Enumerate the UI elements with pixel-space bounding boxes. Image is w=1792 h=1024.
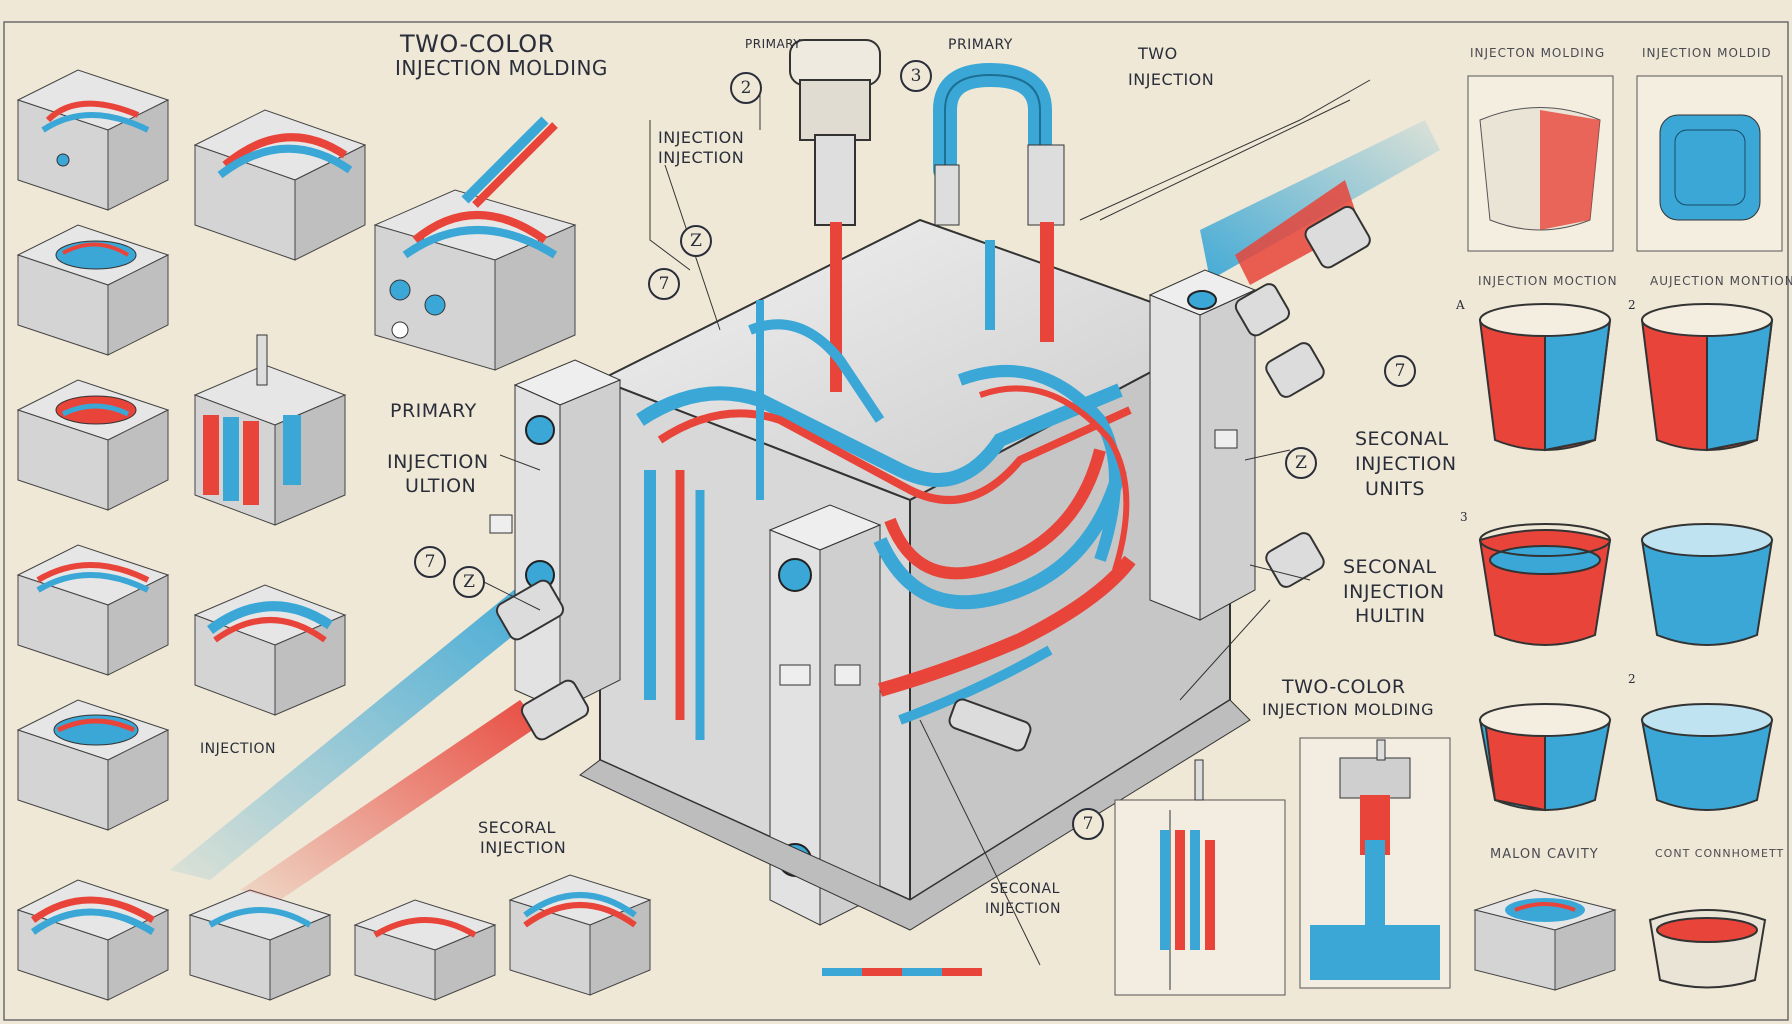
caption-mold-cavity: MALON CAVITY bbox=[1490, 847, 1599, 862]
page-border bbox=[3, 21, 1789, 1021]
marker-7-left: 7 bbox=[414, 546, 446, 578]
panel-label-mid-left: INJECTION MOCTION bbox=[1478, 274, 1618, 288]
marker-2-top: 2 bbox=[730, 72, 762, 104]
label-injection-top-2: INJECTION bbox=[658, 148, 745, 167]
panel-label-top-left: INJECTON MOLDING bbox=[1470, 46, 1606, 60]
label-injection-left: INJECTION bbox=[200, 741, 277, 757]
marker-z-right: Z bbox=[1285, 447, 1317, 479]
caption-cont: CONT CONNHOMETT bbox=[1655, 847, 1785, 860]
label-primary-left-injection: INJECTION bbox=[387, 451, 489, 473]
label-seconal-right-2-injection: INJECTION bbox=[1343, 581, 1445, 603]
label-secoral-bottom: SECORAL bbox=[478, 818, 556, 837]
label-secoral-bottom-injection: INJECTION bbox=[480, 838, 567, 857]
marker-7-mid: 7 bbox=[648, 268, 680, 300]
marker-3-top: 3 bbox=[900, 60, 932, 92]
label-seconal-bottom: SECONAL bbox=[990, 881, 1060, 897]
label-two-top-injection: INJECTION bbox=[1128, 70, 1215, 89]
marker-z-mid: Z bbox=[680, 225, 712, 257]
main-mold-assembly bbox=[489, 39, 1371, 931]
label-seconal-right-injection: INJECTION bbox=[1355, 453, 1457, 475]
panel-label-top-right: INJECTION MOLDID bbox=[1642, 46, 1772, 60]
label-seconal-right: SECONAL bbox=[1355, 428, 1449, 450]
label-seconal-bottom-injection: INJECTION bbox=[985, 901, 1062, 917]
marker-z-left: Z bbox=[453, 566, 485, 598]
marker-7-right: 7 bbox=[1384, 355, 1416, 387]
label-primary-left: PRIMARY bbox=[390, 400, 477, 422]
label-seconal-right-units: UNITS bbox=[1365, 478, 1425, 500]
label-injection-top-1: INJECTION bbox=[658, 128, 745, 147]
label-primary-top-2: PRIMARY bbox=[948, 37, 1013, 53]
label-two-top: TWO bbox=[1138, 44, 1178, 63]
marker-2-right-low: 2 bbox=[1628, 672, 1636, 686]
marker-3-right: 3 bbox=[1460, 510, 1468, 524]
main-title-line2: INJECTION MOLDING bbox=[395, 56, 608, 80]
label-title-right-2: INJECTION MOLDING bbox=[1262, 700, 1435, 719]
label-seconal-right-2: SECONAL bbox=[1343, 556, 1437, 578]
label-title-right: TWO-COLOR bbox=[1282, 676, 1406, 698]
second-column-molds bbox=[193, 109, 577, 716]
detail-panels bbox=[822, 737, 1451, 996]
label-primary-top-1: PRIMARY bbox=[745, 37, 802, 51]
cup-panels bbox=[1467, 75, 1783, 991]
panel-label-mid-right: AUJECTION MONTION bbox=[1650, 274, 1792, 288]
material-streams bbox=[170, 120, 1440, 900]
label-seconal-right-2-hultin: HULTIN bbox=[1355, 605, 1426, 627]
bottom-row-molds bbox=[188, 874, 652, 1001]
marker-2-right: 2 bbox=[1628, 298, 1636, 312]
left-thumbnail-molds bbox=[16, 69, 170, 1001]
marker-a-right: A bbox=[1456, 298, 1465, 312]
main-title-line1: TWO-COLOR bbox=[400, 30, 555, 58]
marker-7-bottom: 7 bbox=[1072, 808, 1104, 840]
label-primary-left-ultion: ULTION bbox=[405, 475, 477, 497]
